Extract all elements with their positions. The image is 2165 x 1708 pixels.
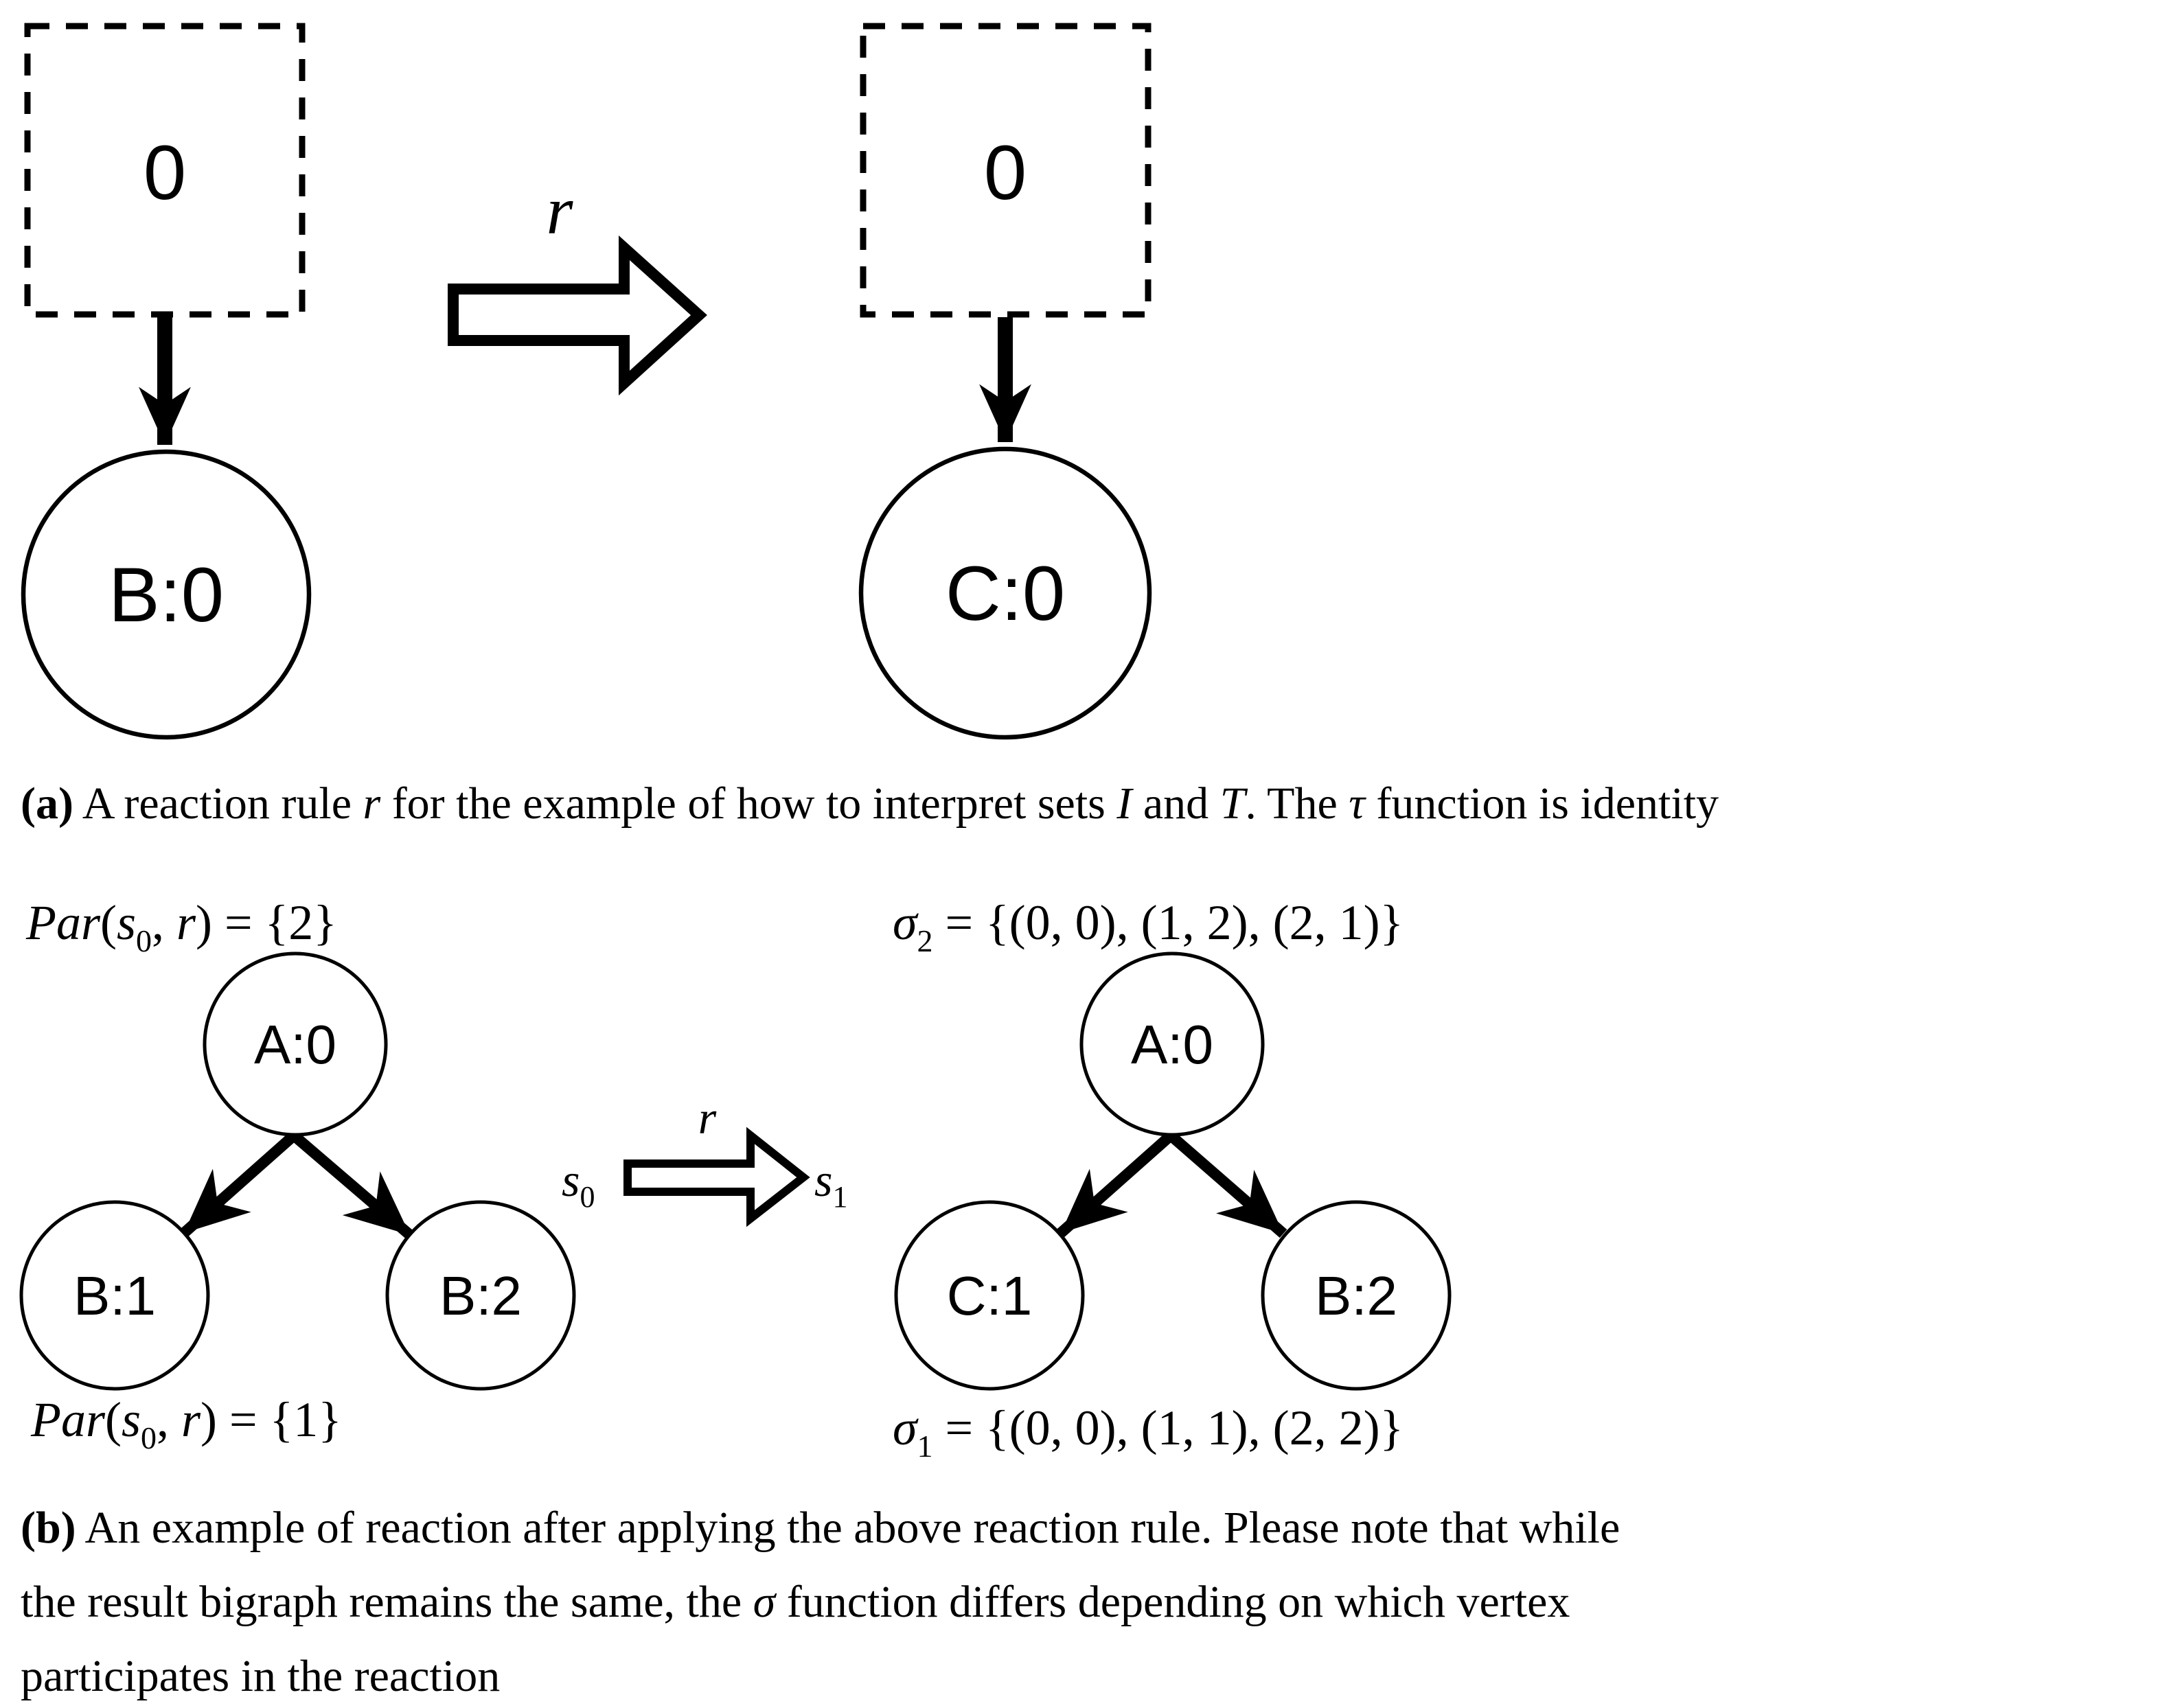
text-segment: (a): [21, 778, 73, 829]
subscript: 2: [917, 923, 933, 958]
node-circle-root: [203, 951, 388, 1137]
node-circle-left-child: [19, 1200, 210, 1391]
text-segment: = {(0, 0), (1, 1), (2, 2)}: [933, 1400, 1404, 1455]
edge-a0-to-left-child: [180, 1131, 298, 1237]
node-circle-c0: [858, 446, 1152, 740]
formula-par-bottom: Par(s0, r) = {1}: [30, 1392, 342, 1455]
text-segment: for the example of how to interpret sets: [380, 778, 1116, 829]
text-segment: (b): [21, 1503, 76, 1553]
formula-sigma-top: σ2 = {(0, 0), (1, 2), (2, 1)}: [893, 895, 1404, 958]
node-label-left-child: B:1: [73, 1265, 156, 1326]
node-label-right-child: B:2: [439, 1265, 522, 1326]
state-label-s0: s0: [562, 1154, 595, 1214]
transition-block-arrow-icon: [623, 1127, 810, 1227]
text-segment: ,: [157, 1392, 181, 1447]
subscript: 1: [917, 1429, 933, 1464]
text-segment: s: [814, 1154, 832, 1206]
node-label-c0: C:0: [946, 551, 1065, 636]
part-b-reaction-example: Par(s0, r) = {2} σ2 = {(0, 0), (1, 2), (…: [19, 895, 1620, 1701]
site-label-left: 0: [144, 130, 186, 216]
subscript: 0: [580, 1180, 595, 1214]
text-segment: participates in the reaction: [21, 1651, 500, 1701]
text-segment: the result bigraph remains the same, the: [21, 1577, 753, 1627]
text-segment: ) = {2}: [196, 895, 337, 950]
node-circle-right-child: [385, 1200, 576, 1391]
node-circle-left-child: [894, 1200, 1085, 1391]
text-segment: A reaction rule: [73, 778, 363, 829]
text-segment: τ: [1349, 778, 1366, 829]
edge-a0-to-right-child: [1167, 1131, 1287, 1238]
caption-b-line1: (b) An example of reaction after applyin…: [21, 1503, 1620, 1553]
formula-par-top: Par(s0, r) = {2}: [25, 895, 337, 958]
node-circle-right-child: [1261, 1200, 1452, 1391]
site-box-right: [860, 23, 1152, 318]
rule-arrow-label: r: [547, 172, 574, 249]
text-segment: function is identity: [1365, 778, 1719, 829]
text-segment: Par: [25, 895, 101, 950]
caption-b-line3: participates in the reaction: [21, 1651, 500, 1701]
text-segment: r: [181, 1392, 201, 1447]
text-segment: Par: [30, 1392, 106, 1447]
text-segment: and: [1132, 778, 1219, 829]
text-segment: σ: [893, 1400, 919, 1455]
text-segment: r: [176, 895, 196, 950]
tree-after: A:0 C:1 B:2: [894, 951, 1452, 1391]
text-segment: . The: [1245, 778, 1349, 829]
state-label-s1: s1: [814, 1154, 847, 1214]
text-segment: (: [105, 1392, 122, 1447]
text-segment: function differs depending on which vert…: [775, 1577, 1570, 1627]
text-segment: σ: [753, 1577, 777, 1627]
node-label-right-child: B:2: [1315, 1265, 1397, 1326]
text-segment: ,: [152, 895, 176, 950]
node-label-b0: B:0: [108, 552, 224, 638]
formula-sigma-bottom: σ1 = {(0, 0), (1, 1), (2, 2)}: [893, 1400, 1404, 1464]
part-a-reaction-rule: 0 B:0 r 0 C:0 (a) A reaction rule r for …: [21, 23, 1719, 829]
transition-rule-label: r: [698, 1092, 717, 1144]
transition: s0 r s1: [562, 1092, 847, 1227]
text-segment: σ: [893, 895, 919, 950]
node-label-root: A:0: [254, 1014, 336, 1075]
subscript: 0: [141, 1420, 157, 1455]
site-label-right: 0: [984, 130, 1027, 216]
node-label-left-child: C:1: [947, 1265, 1033, 1326]
caption-b-line2: the result bigraph remains the same, the…: [21, 1577, 1570, 1627]
text-segment: s: [562, 1154, 580, 1206]
node-circle-root: [1079, 951, 1265, 1137]
subscript: 1: [832, 1180, 847, 1214]
edge-a0-to-left-child: [1057, 1131, 1175, 1237]
subscript: 0: [136, 923, 152, 958]
text-segment: T: [1220, 778, 1248, 829]
rule-block-arrow-icon: [448, 235, 707, 396]
node-label-root: A:0: [1131, 1014, 1213, 1075]
tree-before: A:0 B:1 B:2: [19, 951, 576, 1391]
text-segment: r: [363, 778, 381, 829]
node-circle-b0: [21, 449, 312, 740]
text-segment: = {(0, 0), (1, 2), (2, 1)}: [933, 895, 1404, 950]
text-segment: An example of reaction after applying th…: [76, 1503, 1620, 1553]
text-segment: ) = {1}: [201, 1392, 342, 1447]
edge-a0-to-right-child: [290, 1131, 414, 1240]
caption-a: (a) A reaction rule r for the example of…: [21, 778, 1719, 829]
text-segment: (: [100, 895, 117, 950]
text-segment: s: [122, 1392, 141, 1447]
text-segment: I: [1116, 778, 1134, 829]
site-box-left: [24, 23, 306, 318]
text-segment: s: [117, 895, 136, 950]
